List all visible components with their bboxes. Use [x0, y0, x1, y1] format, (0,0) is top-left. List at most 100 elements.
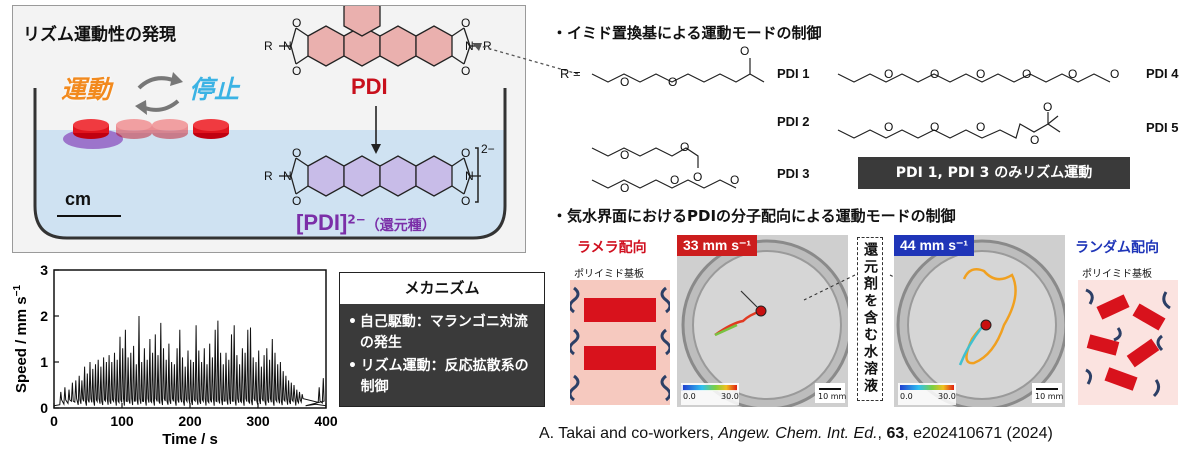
- rhythm-highlight-box: PDI 1, PDI 3 のみリズム運動: [858, 157, 1130, 189]
- pdi-disc-1: [73, 119, 109, 139]
- rpdi-o-4: O: [461, 194, 471, 208]
- speed-badge-right: 44 mm s⁻¹: [894, 235, 975, 256]
- pdi2-o-2: O: [680, 140, 690, 154]
- pdi5-o-ester: O: [1030, 133, 1040, 147]
- y-tick-label: 2: [40, 308, 48, 324]
- x-tick-label: 200: [178, 413, 202, 429]
- pdi-n-left: N: [283, 39, 292, 53]
- substrate-label-left: ポリイミド基板: [574, 269, 644, 280]
- rpdi-o-2: O: [292, 194, 302, 208]
- colorbar-max-left: 30.0: [721, 392, 739, 401]
- pdi5-o-3: O: [976, 120, 986, 134]
- pdi-label: PDI: [351, 74, 388, 99]
- move-label: 運動: [61, 75, 112, 104]
- lamellar-label: ラメラ配向: [577, 240, 647, 256]
- mechanism-title: メカニズム: [404, 279, 480, 297]
- stop-label: 停止: [189, 75, 240, 104]
- rhythmic-motion-panel: リズム運動性の発現: [12, 5, 526, 253]
- x-tick-label: 400: [314, 413, 338, 429]
- mechanism-list: • 自己駆動：マランゴニ対流の発生 • リズム運動：反応拡散系の制御: [340, 304, 544, 406]
- pdi4-o-3: O: [976, 67, 986, 81]
- pdi-o-3: O: [461, 16, 471, 30]
- y-tick-label: 0: [40, 400, 48, 416]
- y-axis-label: Speed / mm s−1: [12, 285, 30, 394]
- pdi1-label: PDI 1: [777, 66, 810, 81]
- pdi5-o-2: O: [930, 120, 940, 134]
- pdi-disc-4: [193, 119, 229, 139]
- pdi4-label: PDI 4: [1146, 66, 1179, 81]
- random-photo: 44 mm s⁻¹ 0.0 30.0 10 mm: [894, 235, 1065, 407]
- pdi5-label: PDI 5: [1146, 120, 1179, 135]
- pdi1-o-2: O: [668, 75, 678, 89]
- pdi2-label: PDI 2: [777, 114, 810, 129]
- substituent-structures: [591, 58, 1111, 189]
- vessel-outline: [33, 88, 507, 240]
- pdi4-o-4: O: [1022, 67, 1032, 81]
- cycle-arrow-top: [137, 76, 174, 90]
- pdi3-o-3: O: [730, 173, 740, 187]
- lamellar-molecules: [570, 280, 670, 405]
- substrate-label-right: ポリイミド基板: [1082, 269, 1152, 280]
- reduced-pdi-label: [PDI]2−（還元種）: [296, 210, 436, 235]
- pointer-arrow: [472, 43, 579, 75]
- colorbar-min-right: 0.0: [900, 392, 913, 401]
- random-molecules: [1078, 280, 1178, 405]
- pdi4-o-6: O: [1110, 67, 1120, 81]
- x-tick-label: 300: [246, 413, 270, 429]
- x-axis-label: Time / s: [162, 431, 218, 448]
- pdi-n-right: N: [465, 39, 474, 53]
- cycle-arrow-bottom: [144, 99, 180, 112]
- pdi-o-1: O: [292, 16, 302, 30]
- pdi2-o-1: O: [620, 148, 630, 162]
- citation: A. Takai and co-workers, Angew. Chem. In…: [539, 425, 1053, 442]
- pdi3-label: PDI 3: [777, 166, 810, 181]
- vessel-illustration: [33, 6, 507, 240]
- colorbar-max-right: 30.0: [938, 392, 956, 401]
- pdi-structure: [279, 6, 481, 67]
- pdi4-o-5: O: [1068, 67, 1078, 81]
- reduced-pdi-structure: [279, 147, 481, 203]
- scale-label: cm: [65, 189, 92, 209]
- pdi-r-left: R: [264, 39, 273, 53]
- pdi4-o-1: O: [884, 67, 894, 81]
- scalebar-left: 10 mm: [818, 392, 847, 401]
- random-label: ランダム配向: [1075, 240, 1159, 256]
- pdi-disc-2: [116, 119, 152, 139]
- rpdi-o-1: O: [292, 146, 302, 160]
- pdi3-o-1: O: [620, 181, 630, 195]
- pdi-o-4: O: [461, 64, 471, 78]
- panel-title: リズム運動性の発現: [23, 25, 176, 45]
- lamellar-photo: 33 mm s⁻¹ 0.0 30.0 10 mm: [677, 235, 848, 407]
- mechanism-item-2: • リズム運動：反応拡散系の制御: [348, 358, 529, 395]
- pdi4-o-2: O: [930, 67, 940, 81]
- colorbar-min-left: 0.0: [683, 392, 696, 401]
- mechanism-item-1: • 自己駆動：マランゴニ対流の発生: [348, 314, 528, 351]
- pdi1-o-carbonyl: O: [740, 44, 750, 58]
- bracket-charge: 2−: [481, 142, 495, 156]
- pdi-o-2: O: [292, 64, 302, 78]
- pdi-disc-3: [152, 119, 188, 139]
- y-axis-label-sup: −1: [12, 285, 23, 297]
- x-tick-label: 0: [50, 413, 58, 429]
- interface-heading: ・気水界面におけるPDIの分子配向による運動モードの制御: [552, 207, 956, 225]
- rpdi-n-right: N: [465, 169, 474, 183]
- rpdi-o-3: O: [461, 146, 471, 160]
- pdi1-o-1: O: [620, 75, 630, 89]
- mechanism-box: メカニズム • 自己駆動：マランゴニ対流の発生 • リズム運動：反応拡散系の制御: [339, 272, 545, 407]
- rpdi-n-left: N: [283, 169, 292, 183]
- pdi5-o-carbonyl: O: [1043, 100, 1053, 114]
- pdi2-o-carbonyl: O: [693, 170, 703, 184]
- y-tick-label: 3: [40, 262, 48, 278]
- speed-trace: [53, 315, 327, 407]
- pdi-r-right: R: [483, 39, 492, 53]
- rpdi-r-left: R: [264, 169, 273, 183]
- pdi5-o-1: O: [884, 120, 894, 134]
- pdi3-o-2: O: [670, 173, 680, 187]
- water-surface: [35, 130, 505, 238]
- speed-badge-left: 33 mm s⁻¹: [677, 235, 758, 256]
- y-tick-label: 1: [40, 354, 48, 370]
- solution-label: 還元剤を含む水溶液: [857, 237, 883, 401]
- scalebar-right: 10 mm: [1035, 392, 1064, 401]
- x-tick-label: 100: [110, 413, 134, 429]
